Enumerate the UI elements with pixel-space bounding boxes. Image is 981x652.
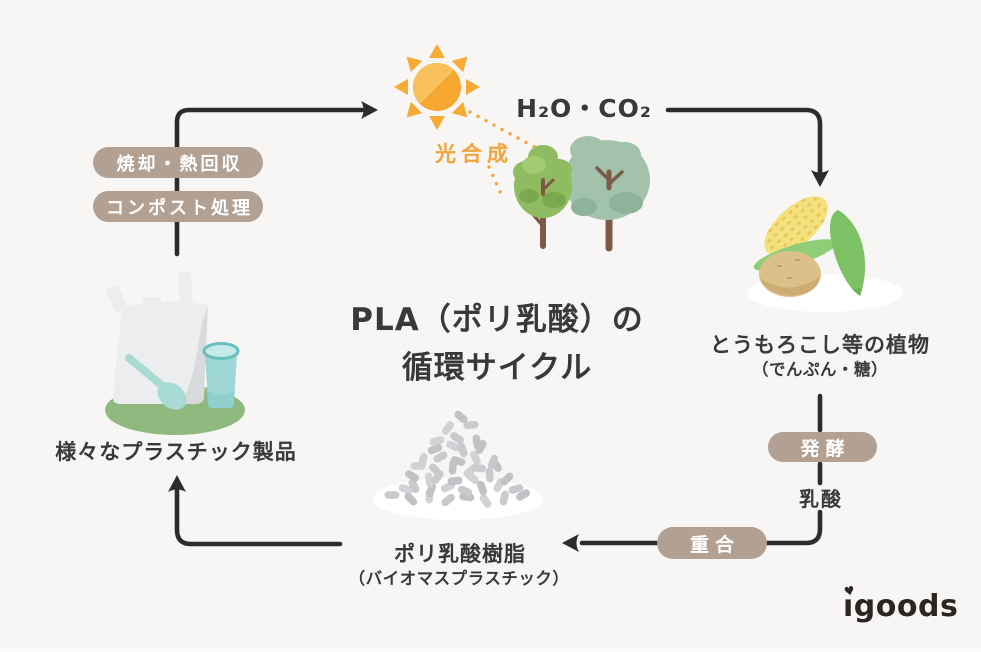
lactic-acid-label: 乳酸	[799, 487, 843, 511]
compost-badge: コンポスト処理	[93, 191, 263, 222]
igoods-logo: ♥ ıgoods	[843, 583, 959, 624]
incineration-badge: 焼却・熱回収	[93, 147, 263, 178]
logo-text: ıgoods	[843, 589, 959, 624]
arrow-products-to-sun	[174, 107, 365, 257]
plastic-products-icon	[105, 272, 245, 435]
trees-icon	[513, 136, 650, 252]
corn-plant-icon	[747, 196, 903, 312]
compost-badge-label: コンポスト処理	[106, 197, 253, 219]
logo-heart-icon: ♥	[842, 582, 857, 600]
products-label: 様々なプラスチック製品	[55, 440, 297, 464]
incineration-badge-label: 焼却・熱回収	[116, 153, 243, 175]
resin-sublabel: （バイオマスプラスチック）	[348, 569, 570, 588]
plants-label: とうもろこし等の植物	[710, 333, 930, 357]
arrowhead-down-icon	[811, 170, 829, 187]
plants-sublabel: （でんぷん・糖）	[752, 360, 888, 379]
arrowhead-right-icon	[361, 101, 378, 119]
photosynthesis-label: 光合成	[435, 142, 513, 166]
arrow-sky-to-plants	[665, 107, 823, 175]
polymerization-badge: 重合	[657, 527, 767, 559]
fermentation-badge: 発酵	[768, 432, 877, 462]
photosynthesis-ray-dotted-line-2	[487, 165, 504, 198]
resin-label: ポリ乳酸樹脂	[394, 542, 526, 566]
pellet-pile	[384, 410, 530, 508]
arrowhead-left-icon	[562, 534, 579, 552]
sun-icon	[394, 44, 480, 130]
diagram-title: PLA（ポリ乳酸）の 循環サイクル	[317, 296, 677, 392]
arrowhead-up-icon	[168, 475, 186, 492]
molecules-label: H₂O・CO₂	[516, 94, 652, 123]
bottom-border	[0, 648, 981, 652]
diagram-title-line1: PLA（ポリ乳酸）の	[350, 302, 644, 338]
fermentation-badge-label: 発酵	[800, 437, 851, 460]
arrow-resin-to-products	[174, 487, 343, 547]
resin-pellets-icon	[373, 410, 543, 520]
polymerization-badge-label: 重合	[689, 533, 740, 556]
diagram-title-line2: 循環サイクル	[401, 350, 593, 386]
line-lactic-to-polymerization	[759, 509, 823, 546]
